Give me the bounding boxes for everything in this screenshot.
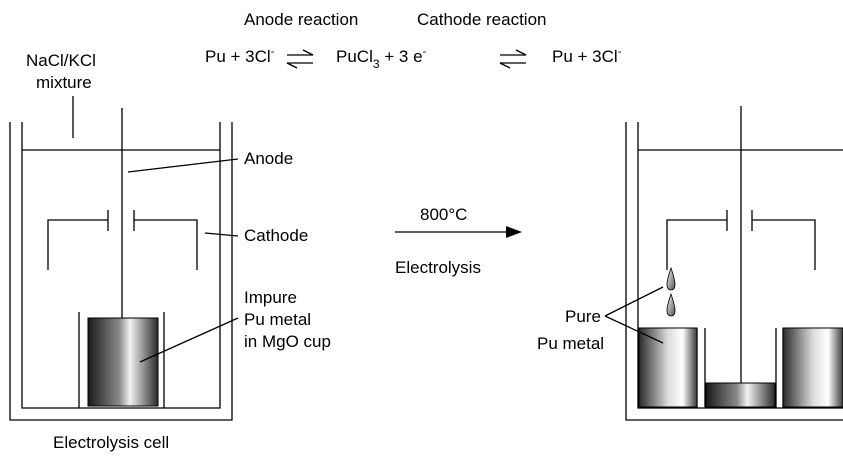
- process-temperature: 800°C: [420, 205, 467, 224]
- right-cathode-right: [751, 210, 816, 270]
- impure-metal-leader: [139, 317, 239, 363]
- metal-drop-lower-icon: [666, 292, 676, 317]
- impure-label-line3: in MgO cup: [244, 332, 331, 351]
- mixture-label-line2: mixture: [36, 73, 92, 92]
- cathode-reaction-header: Cathode reaction: [417, 10, 546, 29]
- left-cell: [9, 108, 233, 421]
- left-cell-inner-wall: [21, 122, 221, 409]
- pure-label-line2: Pu metal: [537, 334, 604, 353]
- right-cell-inner-wall: [637, 122, 843, 409]
- mgo-cup: [78, 312, 165, 408]
- mixture-label-line1: NaCl/KCl: [26, 51, 96, 70]
- left-cathode-left: [47, 210, 109, 270]
- equation-left-term: Pu + 3Cl-: [205, 46, 275, 66]
- metal-drop-upper-icon: [666, 266, 676, 291]
- left-cathode-right: [133, 210, 198, 270]
- pure-pu-metal-left: [638, 327, 698, 408]
- reaction-equation: Pu + 3Cl- PuCl3 + 3 e- Pu + 3Cl-: [205, 46, 622, 71]
- pure-label-line1: Pure: [565, 307, 601, 326]
- pure-metal-leader-lower: [604, 315, 664, 344]
- pure-pu-metal-right: [782, 327, 843, 408]
- process-method: Electrolysis: [395, 258, 481, 277]
- right-cell-outer-wall: [625, 122, 843, 421]
- equation-right-term: Pu + 3Cl-: [552, 46, 622, 66]
- equilibrium-arrow-right-icon: [499, 49, 527, 69]
- impure-label-line1: Impure: [244, 288, 297, 307]
- impure-pu-metal: [87, 317, 159, 407]
- right-cathode-left: [666, 210, 728, 270]
- anode-reaction-header: Anode reaction: [244, 10, 358, 29]
- pure-metal-leader-upper: [604, 286, 664, 317]
- anode-leader: [127, 158, 239, 173]
- anode-label: Anode: [244, 149, 293, 168]
- electrolysis-cell-caption: Electrolysis cell: [53, 433, 169, 452]
- equation-middle-term: PuCl3 + 3 e-: [336, 46, 427, 71]
- process-arrow-icon: [395, 226, 522, 238]
- residual-metal-pool: [705, 382, 776, 408]
- cathode-label: Cathode: [244, 226, 308, 245]
- left-cell-outer-wall: [9, 122, 233, 421]
- cathode-leader: [204, 232, 239, 237]
- equilibrium-arrow-left-icon: [286, 49, 314, 69]
- impure-label-line2: Pu metal: [244, 310, 311, 329]
- right-cell: [625, 106, 843, 421]
